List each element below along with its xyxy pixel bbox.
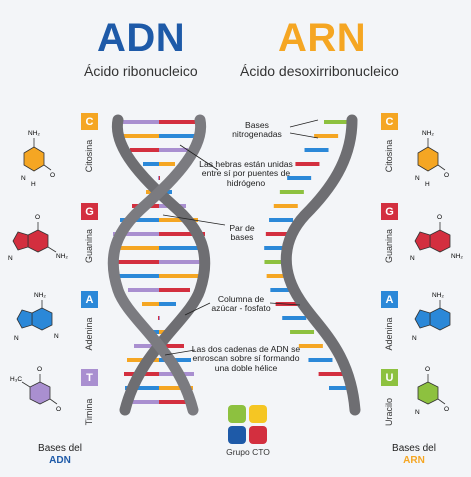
- dna-base-pair-left: [120, 120, 159, 124]
- dna-base-pair-right: [159, 134, 196, 138]
- rna-base: [295, 162, 320, 166]
- rna-base: [314, 134, 339, 138]
- adn-subtitle: Ácido ribonucleico: [84, 63, 198, 79]
- dna-base-pair-left: [110, 246, 159, 250]
- rna-base: [273, 204, 298, 208]
- rna-base: [266, 274, 291, 278]
- dna-base-pair-right: [159, 162, 175, 166]
- dna-backbone: [107, 114, 211, 416]
- dna-base-pair-right: [159, 232, 205, 236]
- arn-footer-line2: ARN: [403, 454, 425, 466]
- dna-base-pair-right: [159, 386, 193, 390]
- rna-base: [304, 148, 329, 152]
- adn-footer-line2: ADN: [49, 454, 71, 466]
- rna-base: [265, 232, 290, 236]
- dna-base-pair-right: [159, 120, 198, 124]
- label-par-bases: Par de bases: [229, 223, 255, 243]
- dna-base-pair-left: [122, 134, 159, 138]
- annotation-pointers: [162, 119, 319, 356]
- rna-base: [324, 120, 348, 124]
- dna-base-pair-left: [130, 148, 159, 152]
- adn-label-timina: Timina: [84, 398, 94, 426]
- pointer-cadenas: [164, 349, 196, 356]
- rna-base: [329, 386, 353, 390]
- dna-strand-right: [107, 114, 207, 416]
- arn-label-uracilo: Uracilo: [384, 398, 394, 427]
- adn-bases-footer: Bases del ADN: [30, 443, 90, 466]
- dna-base-pair-left: [125, 386, 159, 390]
- dna-base-pair-right: [159, 316, 160, 320]
- rna-rungs: [264, 120, 353, 390]
- adn-badge-adenina: A: [81, 291, 98, 308]
- arn-label-guanina: Guanina: [384, 228, 394, 264]
- dna-base-pair-right: [159, 288, 190, 292]
- arn-subtitle: Ácido desoxirribonucleico: [240, 63, 399, 79]
- arn-badge-adenina: A: [381, 291, 398, 308]
- arn-footer-line1: Bases del: [392, 443, 436, 454]
- dna-base-pair-left: [134, 344, 159, 348]
- pointer-hebras: [179, 144, 219, 171]
- dna-base-pair-right: [159, 400, 191, 404]
- adn-title: ADN: [97, 16, 186, 60]
- dna-base-pair-left: [128, 288, 159, 292]
- dna-base-pair-left: [118, 274, 159, 278]
- arn-label-citosina: Citosina: [384, 139, 394, 173]
- dna-base-pair-left: [142, 302, 159, 306]
- label-columna: Columna de azúcar - fosfato: [211, 294, 271, 314]
- adn-label-citosina: Citosina: [84, 139, 94, 173]
- pointer-columna-2: [269, 302, 301, 306]
- arn-badge-uracilo: U: [381, 369, 398, 386]
- rna-base: [279, 190, 304, 194]
- rna-base: [264, 246, 289, 250]
- arn-label-adenina: Adenina: [384, 317, 394, 351]
- adn-label-adenina: Adenina: [84, 317, 94, 351]
- dna-base-pair-left: [143, 162, 159, 166]
- rna-base: [287, 176, 312, 180]
- rna-base: [269, 218, 294, 222]
- dna-base-pair-left: [158, 176, 159, 180]
- dna-base-pair-right: [159, 344, 184, 348]
- rna-base: [318, 372, 343, 376]
- adn-footer-line1: Bases del: [38, 443, 82, 454]
- pointer-columna: [184, 302, 211, 316]
- arn-badge-citosina: C: [381, 113, 398, 130]
- dna-base-pair-left: [112, 260, 159, 264]
- adn-badge-timina: T: [81, 369, 98, 386]
- label-cadenas: Las dos cadenas de ADN se enroscan sobre…: [191, 344, 301, 373]
- dna-base-pair-left: [127, 400, 159, 404]
- adn-badge-guanina: G: [81, 203, 98, 220]
- pointer-bases: [289, 119, 319, 128]
- dna-base-pair-right: [159, 148, 188, 152]
- dna-base-pair-right: [159, 218, 198, 222]
- dna-base-pair-right: [159, 274, 200, 278]
- pointer-par: [162, 214, 226, 226]
- pointer-bases-2: [289, 132, 319, 139]
- rna-base: [308, 358, 333, 362]
- cto-logo-text: Grupo CTO: [226, 447, 270, 457]
- arn-badge-guanina: G: [381, 203, 398, 220]
- dna-base-pair-right: [159, 302, 176, 306]
- dna-base-pair-right: [159, 260, 206, 264]
- arn-bases-footer: Bases del ARN: [384, 443, 444, 466]
- dna-base-pair-left: [113, 232, 159, 236]
- rna-base: [270, 288, 295, 292]
- label-hebras: Las hebras están unidas entre sí por pue…: [199, 159, 293, 188]
- dna-base-pair-left: [158, 316, 159, 320]
- rna-base: [298, 344, 323, 348]
- adn-badge-citosina: C: [81, 113, 98, 130]
- label-bases-nitrogenadas: Bases nitrogenadas: [232, 120, 282, 140]
- arn-title: ARN: [278, 16, 367, 60]
- dna-base-pair-right: [159, 246, 208, 250]
- rna-base: [264, 260, 289, 264]
- adn-label-guanina: Guanina: [84, 228, 94, 264]
- rna-base: [282, 316, 307, 320]
- rna-base: [290, 330, 315, 334]
- dna-base-pair-left: [120, 218, 159, 222]
- rna-strand: [280, 114, 361, 416]
- dna-base-pair-right: [159, 176, 160, 180]
